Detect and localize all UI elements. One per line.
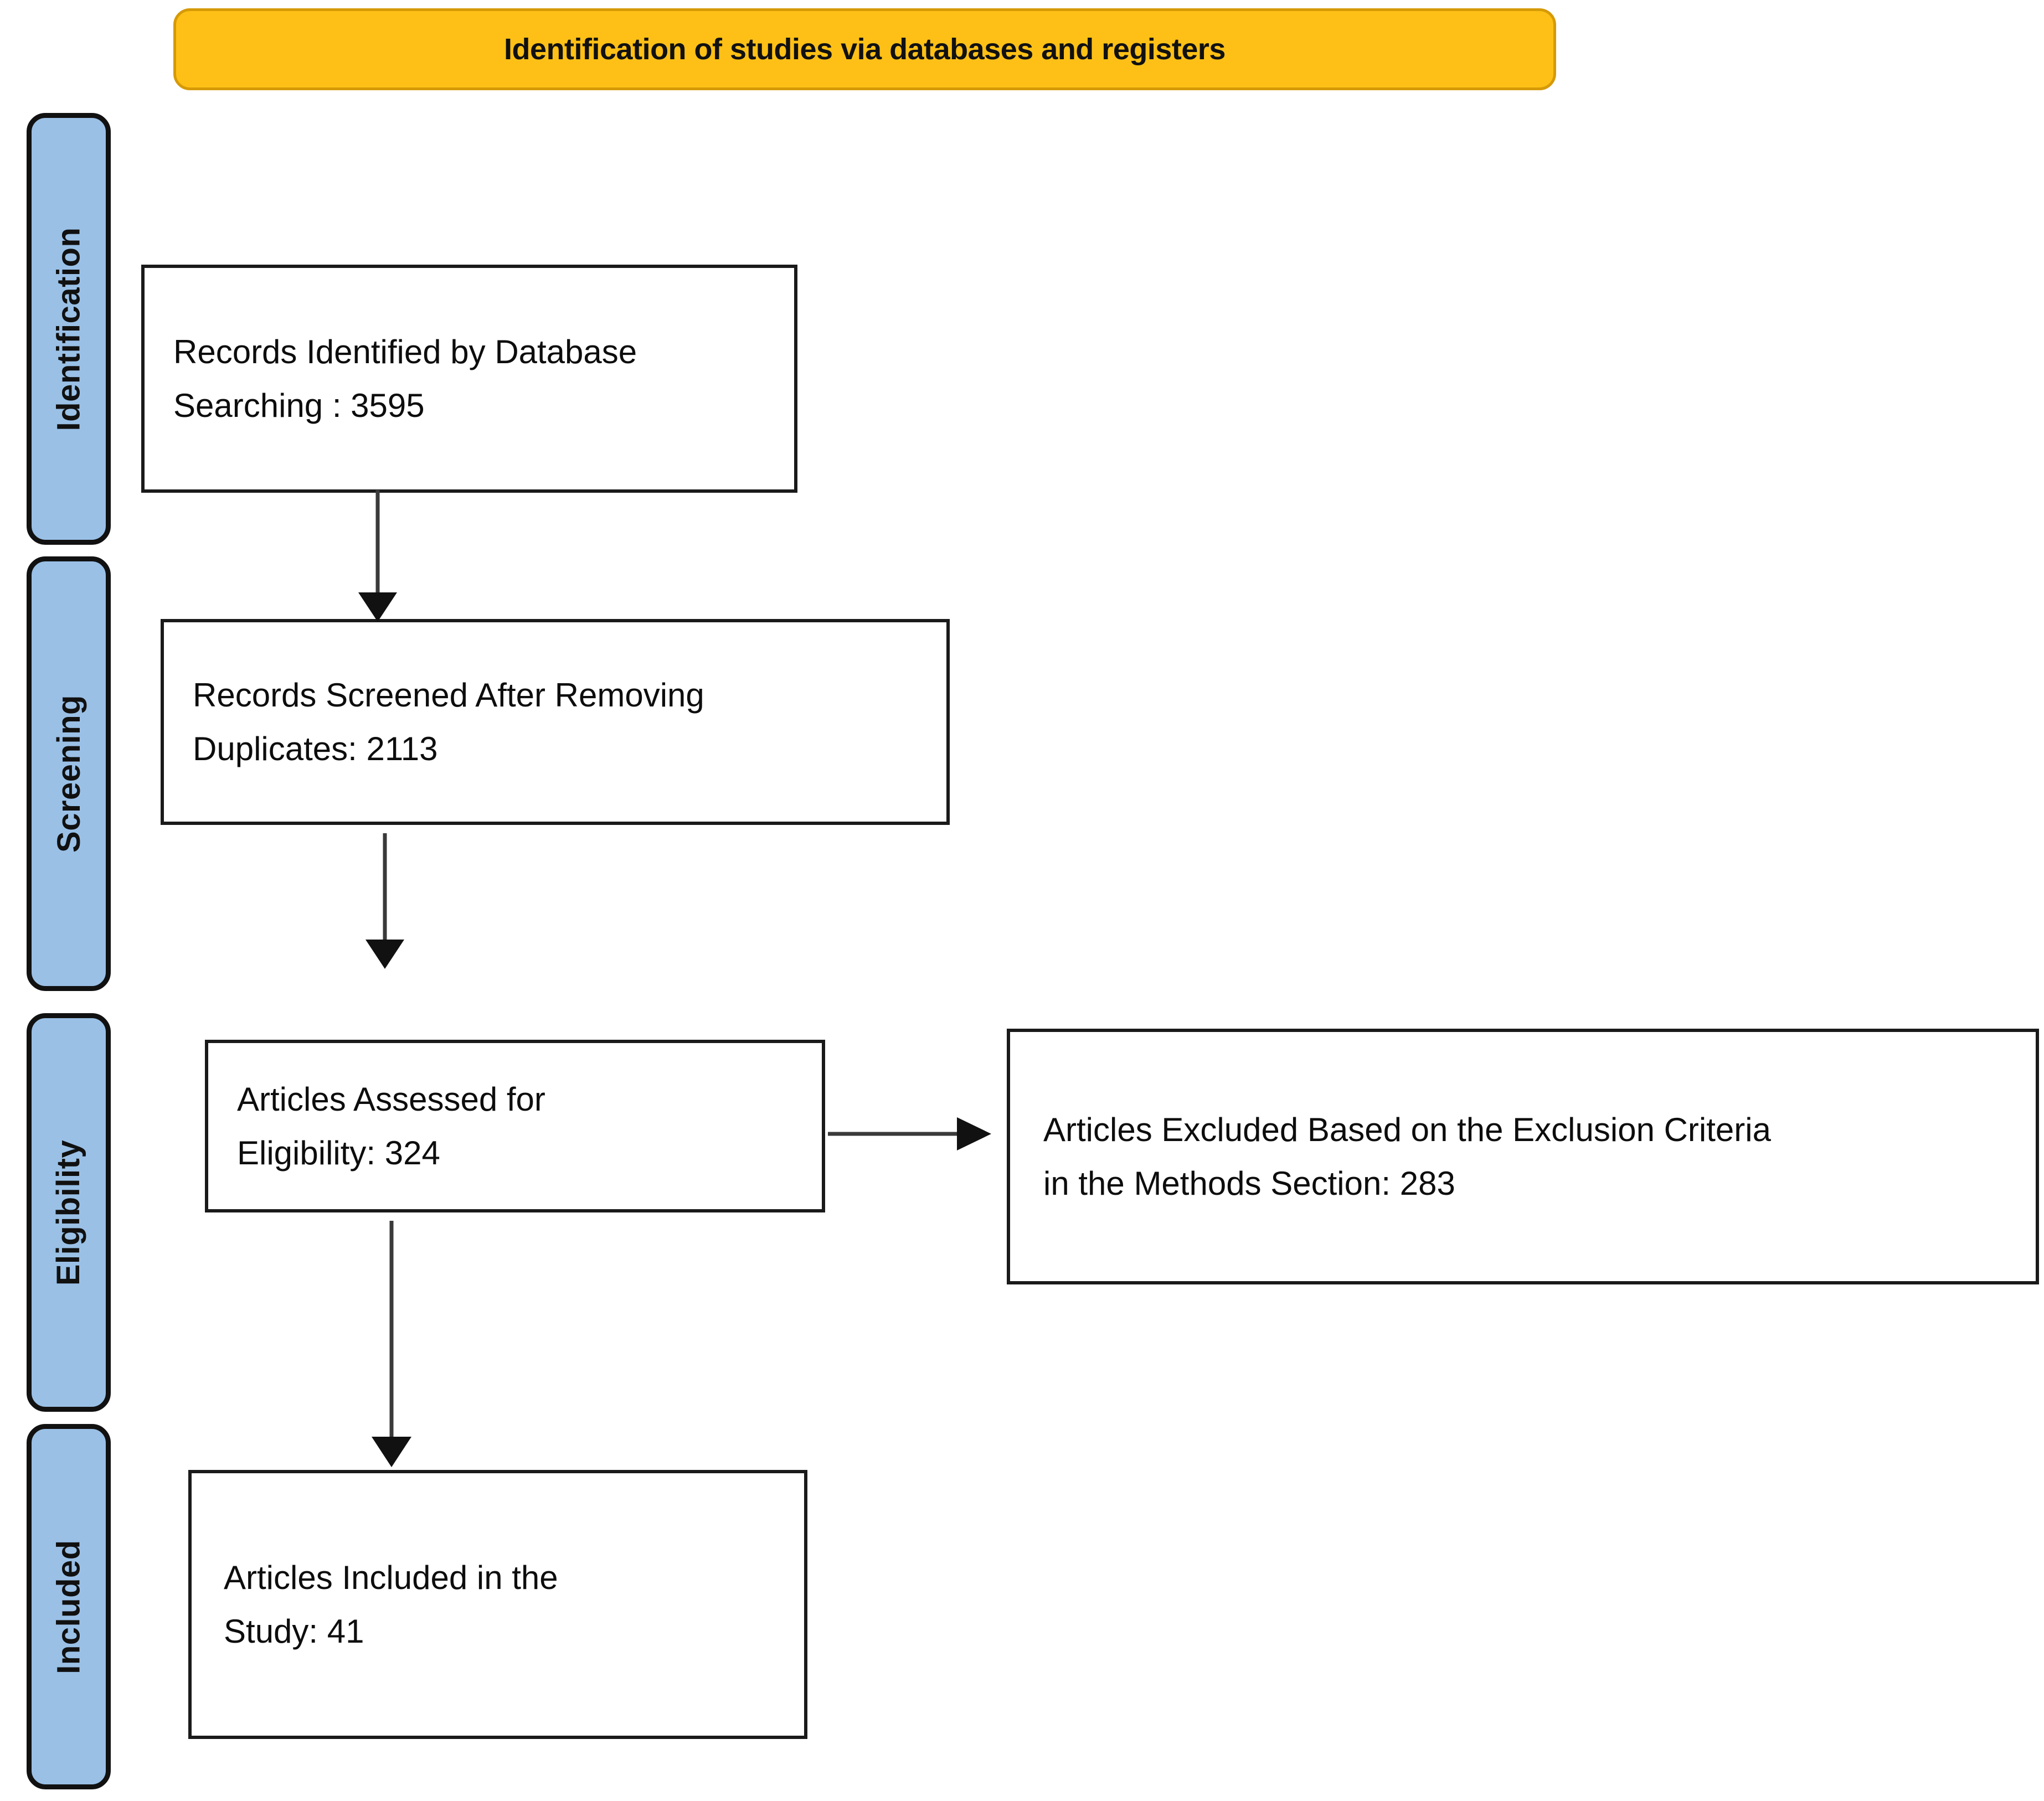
node-articles-excluded-text: Articles Excluded Based on the Exclusion… bbox=[1043, 1111, 1771, 1202]
diagram-header-banner: Identification of studies via databases … bbox=[173, 8, 1556, 90]
arrow-screened-to-assessed bbox=[338, 833, 449, 972]
node-articles-included-text: Articles Included in the Study: 41 bbox=[224, 1559, 558, 1650]
arrow-assessed-to-included bbox=[346, 1221, 457, 1470]
node-articles-assessed: Articles Assessed for Eligibility: 324 bbox=[205, 1040, 825, 1212]
arrow-identified-to-screened bbox=[332, 490, 443, 626]
node-records-identified: Records Identified by Database Searching… bbox=[141, 265, 797, 493]
node-records-screened-text: Records Screened After Removing Duplicat… bbox=[193, 676, 704, 767]
stage-label-eligibility: Eligibility bbox=[27, 1013, 111, 1412]
node-records-identified-text: Records Identified by Database Searching… bbox=[173, 333, 637, 424]
stage-label-included: Included bbox=[27, 1424, 111, 1789]
stage-label-screening: Screening bbox=[27, 556, 111, 991]
stage-label-identification: Identification bbox=[27, 113, 111, 545]
stage-label-included-text: Included bbox=[50, 1539, 87, 1674]
node-articles-excluded: Articles Excluded Based on the Exclusion… bbox=[1007, 1029, 2039, 1284]
stage-label-identification-text: Identification bbox=[50, 227, 87, 431]
arrow-assessed-to-excluded bbox=[825, 1107, 1013, 1163]
node-articles-included: Articles Included in the Study: 41 bbox=[188, 1470, 807, 1739]
node-records-screened: Records Screened After Removing Duplicat… bbox=[161, 619, 950, 825]
stage-label-eligibility-text: Eligibility bbox=[50, 1139, 87, 1286]
node-articles-assessed-text: Articles Assessed for Eligibility: 324 bbox=[237, 1080, 545, 1172]
diagram-title: Identification of studies via databases … bbox=[504, 33, 1226, 66]
stage-label-screening-text: Screening bbox=[50, 695, 87, 853]
